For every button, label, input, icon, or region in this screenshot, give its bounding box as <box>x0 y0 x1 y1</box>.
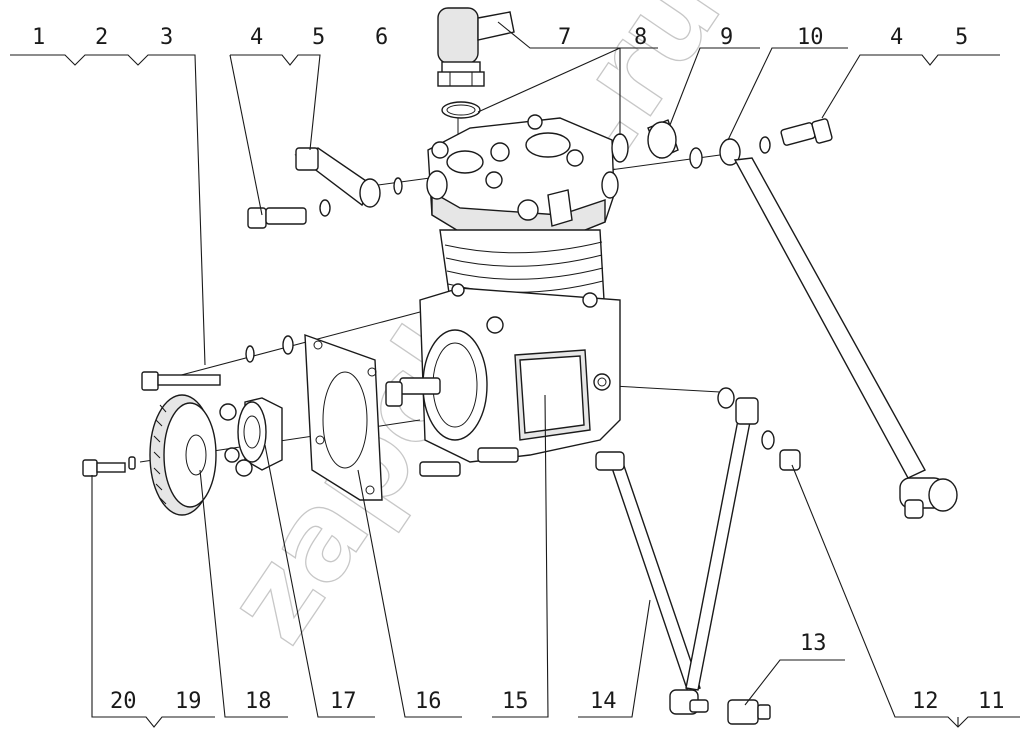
callout-15: 15 <box>502 689 529 714</box>
callout-3: 3 <box>160 25 173 50</box>
callout-2: 2 <box>95 25 108 50</box>
callout-19: 19 <box>175 689 202 714</box>
callout-18: 18 <box>245 689 272 714</box>
callout-17: 17 <box>330 689 357 714</box>
part-18-gear <box>149 394 217 516</box>
callout-8: 8 <box>634 25 647 50</box>
part-20-bolt <box>82 456 136 477</box>
callout-12: 12 <box>912 689 939 714</box>
callout-1: 1 <box>32 25 45 50</box>
part-8-10-right-fittings <box>611 118 833 169</box>
long-pipe <box>733 157 958 519</box>
callout-10: 10 <box>797 25 824 50</box>
callout-16: 16 <box>415 689 442 714</box>
part-1-3-bolt-washers <box>141 335 294 391</box>
callout-11: 11 <box>978 689 1005 714</box>
crankcase <box>385 283 621 477</box>
cylinder-fins <box>439 229 605 301</box>
part-4-6-left-banjo <box>247 147 403 229</box>
part-13-connector <box>727 699 771 725</box>
callout-14: 14 <box>590 689 617 714</box>
callout-7: 7 <box>558 25 571 50</box>
part-17-flange <box>219 397 283 477</box>
callout-4-left: 4 <box>250 25 263 50</box>
callout-5-left: 5 <box>312 25 325 50</box>
part-16-gasket <box>304 333 383 501</box>
callout-5-right: 5 <box>955 25 968 50</box>
callout-4-right: 4 <box>890 25 903 50</box>
part-11-12-fittings <box>717 387 801 471</box>
callout-9: 9 <box>720 25 733 50</box>
part-7-unloader-valve <box>437 7 515 119</box>
callout-13: 13 <box>800 631 827 656</box>
leader-lines <box>10 21 1020 728</box>
compressor-head <box>426 114 619 241</box>
callout-20: 20 <box>110 689 137 714</box>
callout-6: 6 <box>375 25 388 50</box>
part-14-pipes <box>595 397 759 715</box>
callout-labels: 1 2 3 4 5 6 7 8 9 10 4 5 20 19 18 17 16 … <box>32 25 1005 714</box>
